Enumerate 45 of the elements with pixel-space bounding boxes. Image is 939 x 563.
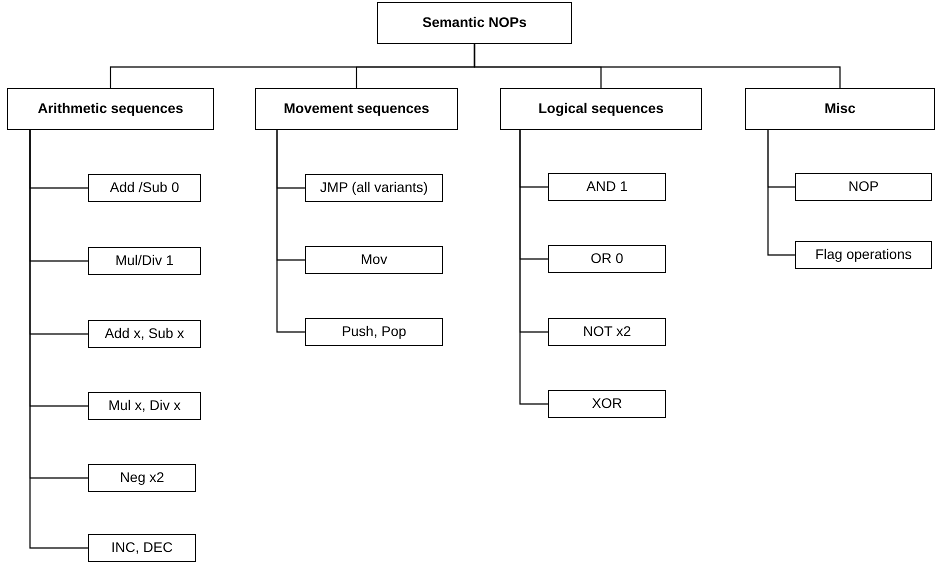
connector-line [29,130,88,549]
connector-line [276,130,305,333]
tree-node-box [88,247,201,275]
node-label: Arithmetic sequences [38,100,184,118]
node-label: Semantic NOPs [422,14,527,32]
tree-node-box [305,174,443,202]
tree-node-box [255,88,458,130]
tree-node-box [88,534,196,562]
tree-node-box [7,88,214,130]
node-label: NOT x2 [583,323,631,341]
tree-node-box [548,173,666,201]
tree-node-box [500,88,702,130]
tree-node-box [305,246,443,274]
node-label: Movement sequences [284,100,430,118]
tree-node-box [548,245,666,273]
node-label: Add /Sub 0 [110,179,180,197]
tree-node-box [795,241,932,269]
connector-line [767,130,795,256]
node-label: AND 1 [586,178,628,196]
node-label: JMP (all variants) [320,179,428,197]
node-label: OR 0 [590,250,624,268]
node-label: Mov [360,251,388,269]
node-label: Neg x2 [120,469,164,487]
tree-node-box [88,464,196,492]
node-label: Misc [824,100,856,118]
node-label: XOR [592,395,622,413]
connector-line [519,130,548,405]
tree-node-box [548,390,666,418]
connector-line [474,44,841,88]
tree-node-box [305,318,443,346]
node-label: Add x, Sub x [104,325,184,343]
tree-node-box [88,392,201,420]
node-label: NOP [848,178,879,196]
tree-node-box [377,2,572,44]
node-label: Mul/Div 1 [115,252,174,270]
node-label: Mul x, Div x [108,397,181,415]
tree-node-box [548,318,666,346]
node-label: Push, Pop [342,323,406,341]
tree-node-box [795,173,932,201]
node-label: Logical sequences [538,100,664,118]
tree-node-box [745,88,935,130]
tree-node-box [88,320,201,348]
node-label: INC, DEC [111,539,173,557]
node-label: Flag operations [815,246,912,264]
tree-node-box [88,174,201,202]
